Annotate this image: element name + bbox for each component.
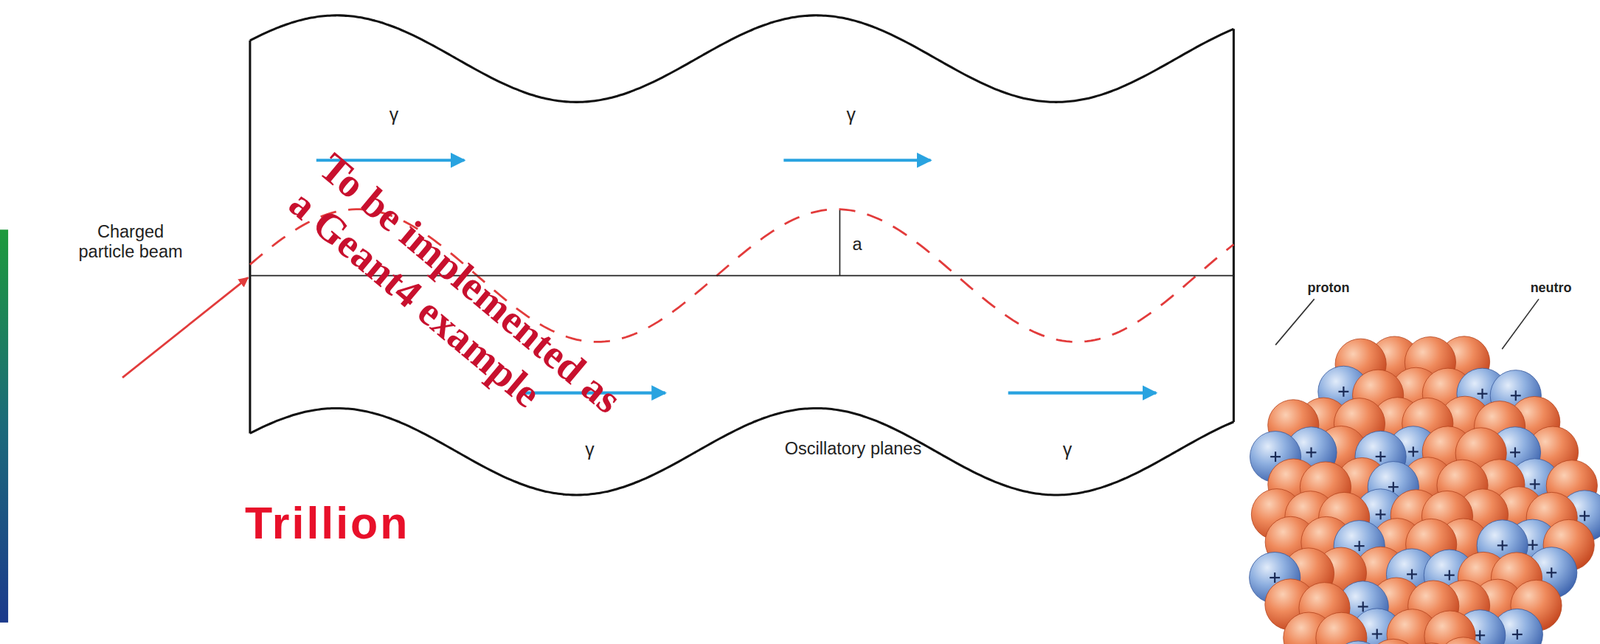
- neutron-sphere: [1315, 612, 1367, 644]
- neutron-sphere: [1405, 643, 1457, 644]
- photon-symbol: γ: [389, 104, 399, 126]
- proton-sphere: [1332, 641, 1384, 644]
- part-label: neutro: [1530, 280, 1572, 296]
- oscillatory-channel: [250, 15, 1234, 495]
- beam-label: Charged particle beam: [69, 222, 192, 262]
- plane-edge: [248, 40, 251, 434]
- side-strip: [0, 229, 9, 623]
- upper-plane: [250, 15, 1234, 103]
- photon-symbol: γ: [1062, 438, 1072, 460]
- amplitude-label: a: [852, 234, 862, 255]
- photon-symbol: γ: [584, 438, 594, 460]
- part-label: proton: [1307, 280, 1350, 296]
- lower-plane: [250, 407, 1234, 495]
- planes-label: Oscillatory planes: [784, 438, 922, 459]
- leader-line: [1501, 298, 1539, 349]
- beam-arrow: [122, 277, 248, 378]
- plane-edge: [1232, 28, 1235, 422]
- leader-line: [1275, 298, 1315, 345]
- watermark: To be implemented as a Geant4 example: [280, 143, 642, 469]
- nucleus-illustration: [1249, 336, 1600, 644]
- amplitude-marker: [839, 210, 841, 276]
- neutron-sphere: [1437, 637, 1489, 644]
- trillion-logo: Trillion: [244, 497, 411, 550]
- neutron-sphere: [1367, 638, 1419, 644]
- photon-symbol: γ: [846, 104, 855, 126]
